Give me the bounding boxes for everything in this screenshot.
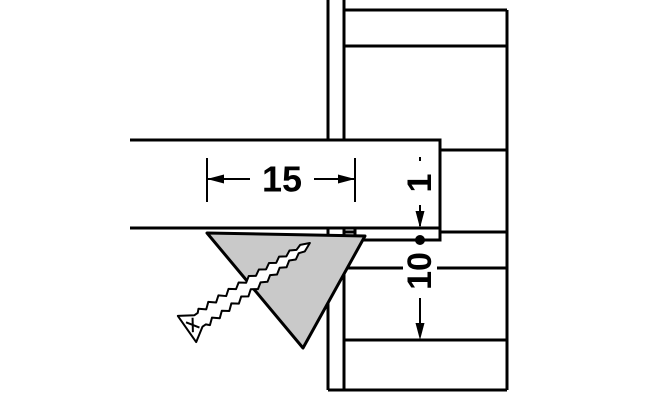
wedge-shape xyxy=(205,231,367,350)
arrow-down-icon xyxy=(415,323,425,340)
dimension-1: 1 xyxy=(401,157,439,228)
countersunk-screw xyxy=(176,241,311,344)
arrow-right-icon xyxy=(338,174,355,184)
label-backing xyxy=(403,246,437,298)
dimension-15-label: 15 xyxy=(262,159,302,200)
arrow-down-icon xyxy=(415,211,425,228)
dimension-1-label: 1 xyxy=(401,174,439,193)
screw-body xyxy=(176,241,311,344)
label-backing xyxy=(406,161,434,205)
wedge-connector xyxy=(205,231,367,350)
dimension-reference-dot xyxy=(415,235,425,245)
dimension-10: 10 xyxy=(401,235,439,340)
screw-head-cross-icon xyxy=(185,317,200,333)
arrow-left-icon xyxy=(207,174,224,184)
dimension-10-label: 10 xyxy=(401,252,439,290)
dimension-15: 15 xyxy=(206,158,356,202)
